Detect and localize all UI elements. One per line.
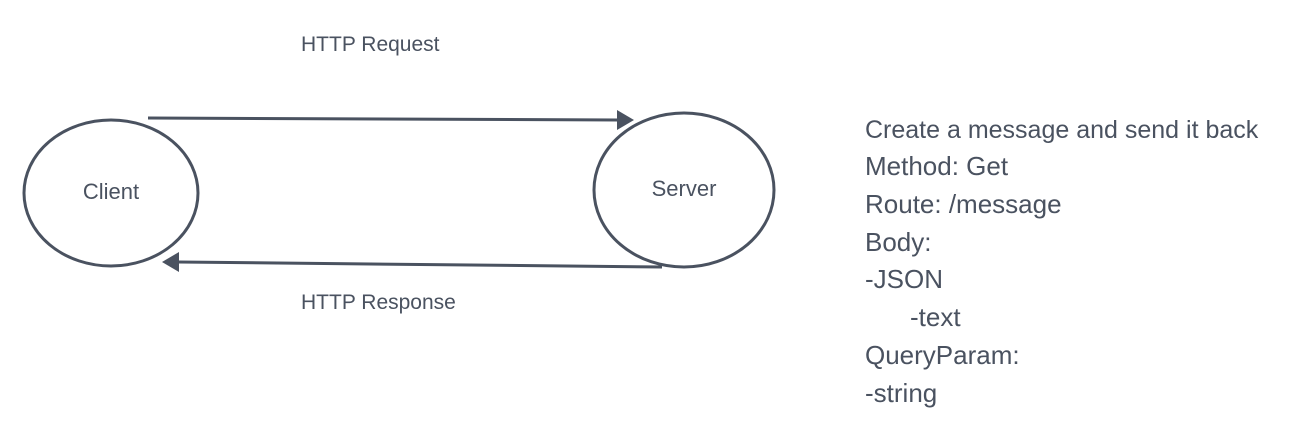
- response-arrow: [177, 260, 663, 269]
- response-arrowhead: [162, 252, 179, 272]
- response-label: HTTP Response: [301, 291, 456, 314]
- client-node: [22, 118, 200, 268]
- string-line: -string: [865, 377, 938, 408]
- method-line: Method: Get: [865, 151, 1009, 181]
- request-arrowhead: [617, 110, 634, 130]
- server-label: Server: [652, 176, 717, 201]
- json-line: -JSON: [865, 264, 943, 295]
- body-line: Body:: [865, 226, 932, 257]
- route-notes: Create a message and send it back Method…: [865, 112, 1305, 413]
- query-param-line: QueryParam:: [865, 339, 1020, 370]
- request-label: HTTP Request: [301, 33, 440, 56]
- route-line: Route: /message: [865, 188, 1062, 219]
- server-node: [592, 111, 776, 269]
- client-label: Client: [83, 179, 139, 204]
- request-arrow: [147, 116, 619, 122]
- notes-title: Create a message and send it back: [865, 116, 1259, 144]
- text-line: -text: [910, 302, 961, 333]
